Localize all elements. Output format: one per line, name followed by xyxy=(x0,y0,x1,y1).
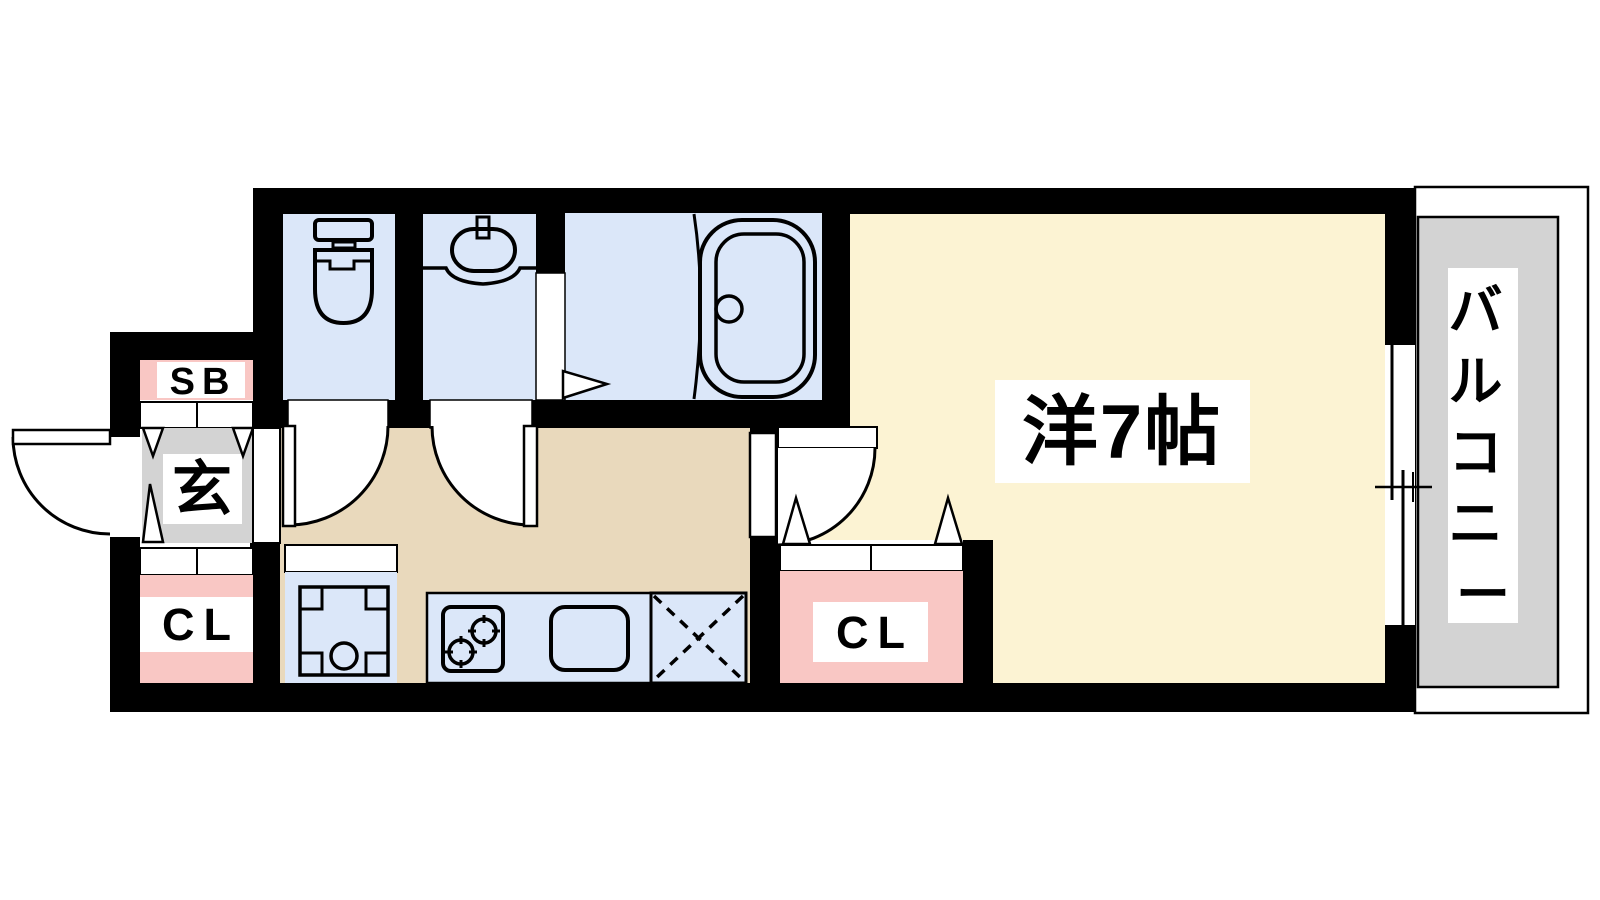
western-room-labelgroup: 洋7帖 xyxy=(995,380,1250,483)
closet-room-side: CL xyxy=(779,493,964,683)
bathroom-floor xyxy=(565,213,822,400)
bathroom-door-opening xyxy=(535,272,566,401)
washing-machine-space-floor xyxy=(285,572,397,683)
toilet-door-threshold xyxy=(287,399,389,429)
wall-right-lower xyxy=(1385,625,1415,685)
genkan-step xyxy=(252,427,281,544)
toilet-room-floor xyxy=(283,214,395,400)
washing-machine-pan-icon xyxy=(298,585,390,677)
toilet-door-swing xyxy=(289,426,388,525)
entrance-door-swing xyxy=(13,437,110,534)
wall-left-lower xyxy=(110,537,140,687)
bathtub-icon xyxy=(692,213,817,400)
toilet-icon xyxy=(313,218,374,326)
bathroom-door-marker-icon xyxy=(561,369,612,400)
closet-right-label-box xyxy=(813,602,928,662)
genkan-step-mark-icon xyxy=(231,426,255,460)
genkan-label-box xyxy=(163,454,242,524)
shoe-box-door-left xyxy=(139,401,198,429)
wall-left-block-top xyxy=(110,332,253,360)
wall-right-upper xyxy=(1385,214,1415,345)
western-room-label: 洋7帖 xyxy=(1022,390,1222,475)
refrigerator-space-x-icon xyxy=(652,594,745,682)
mainroom-door-threshold xyxy=(777,426,878,449)
entrance-column: SB 玄 CL xyxy=(139,360,281,683)
closet-left-label: CL xyxy=(162,599,240,650)
balcony-label: バ ル コ ニ ー xyxy=(1448,281,1517,625)
shoe-box-label-box xyxy=(157,362,245,398)
wall-closet-right-right xyxy=(963,540,993,685)
washbasin-door-threshold xyxy=(429,399,533,429)
washbasin-door-swing xyxy=(432,426,531,525)
mainroom-door-leaf xyxy=(748,431,778,539)
balcony: バ ル コ ニ ー xyxy=(1413,185,1590,715)
entrance-door-leaf xyxy=(11,428,112,446)
washing-machine-lintel xyxy=(284,544,398,573)
refrigerator-space xyxy=(649,591,748,685)
closet-left-label-box xyxy=(140,597,253,652)
wall-left-upper xyxy=(110,356,140,437)
wall-bottom xyxy=(110,683,1415,712)
washbasin-icon xyxy=(423,215,536,286)
wall-top xyxy=(253,188,1415,215)
genkan-step-mark-icon xyxy=(141,426,165,460)
washbasin-room-floor xyxy=(423,214,536,400)
washbasin-door-leaf xyxy=(522,424,539,528)
kitchen-sink-icon xyxy=(549,605,630,672)
genkan-step-mark-icon xyxy=(141,483,165,544)
doors xyxy=(11,369,878,547)
wall-washbasin-right xyxy=(536,214,565,273)
western-room-label-box xyxy=(995,380,1250,483)
washbasin-door-arc xyxy=(430,425,532,527)
shoe-box-door-right xyxy=(196,401,254,429)
gas-stove-icon xyxy=(441,605,505,673)
wall-toilet-left xyxy=(253,188,283,428)
balcony-label-box xyxy=(1448,268,1518,623)
toilet-door-arc xyxy=(288,425,390,527)
window-opening xyxy=(1385,345,1415,625)
entrance-door-arc xyxy=(11,436,111,536)
wall-closet-right-left xyxy=(750,540,780,685)
closet-right-label: CL xyxy=(836,607,914,658)
toilet-door-leaf xyxy=(281,424,297,528)
sliding-window xyxy=(1375,345,1432,625)
kitchen-zone xyxy=(284,544,748,685)
shoe-box-label: SB xyxy=(170,361,237,403)
wall-bathroom-right xyxy=(822,214,850,428)
wall-closet-left-right xyxy=(250,543,285,685)
genkan-label: 玄 xyxy=(172,456,232,523)
wall-toilet-washbasin xyxy=(395,214,423,428)
